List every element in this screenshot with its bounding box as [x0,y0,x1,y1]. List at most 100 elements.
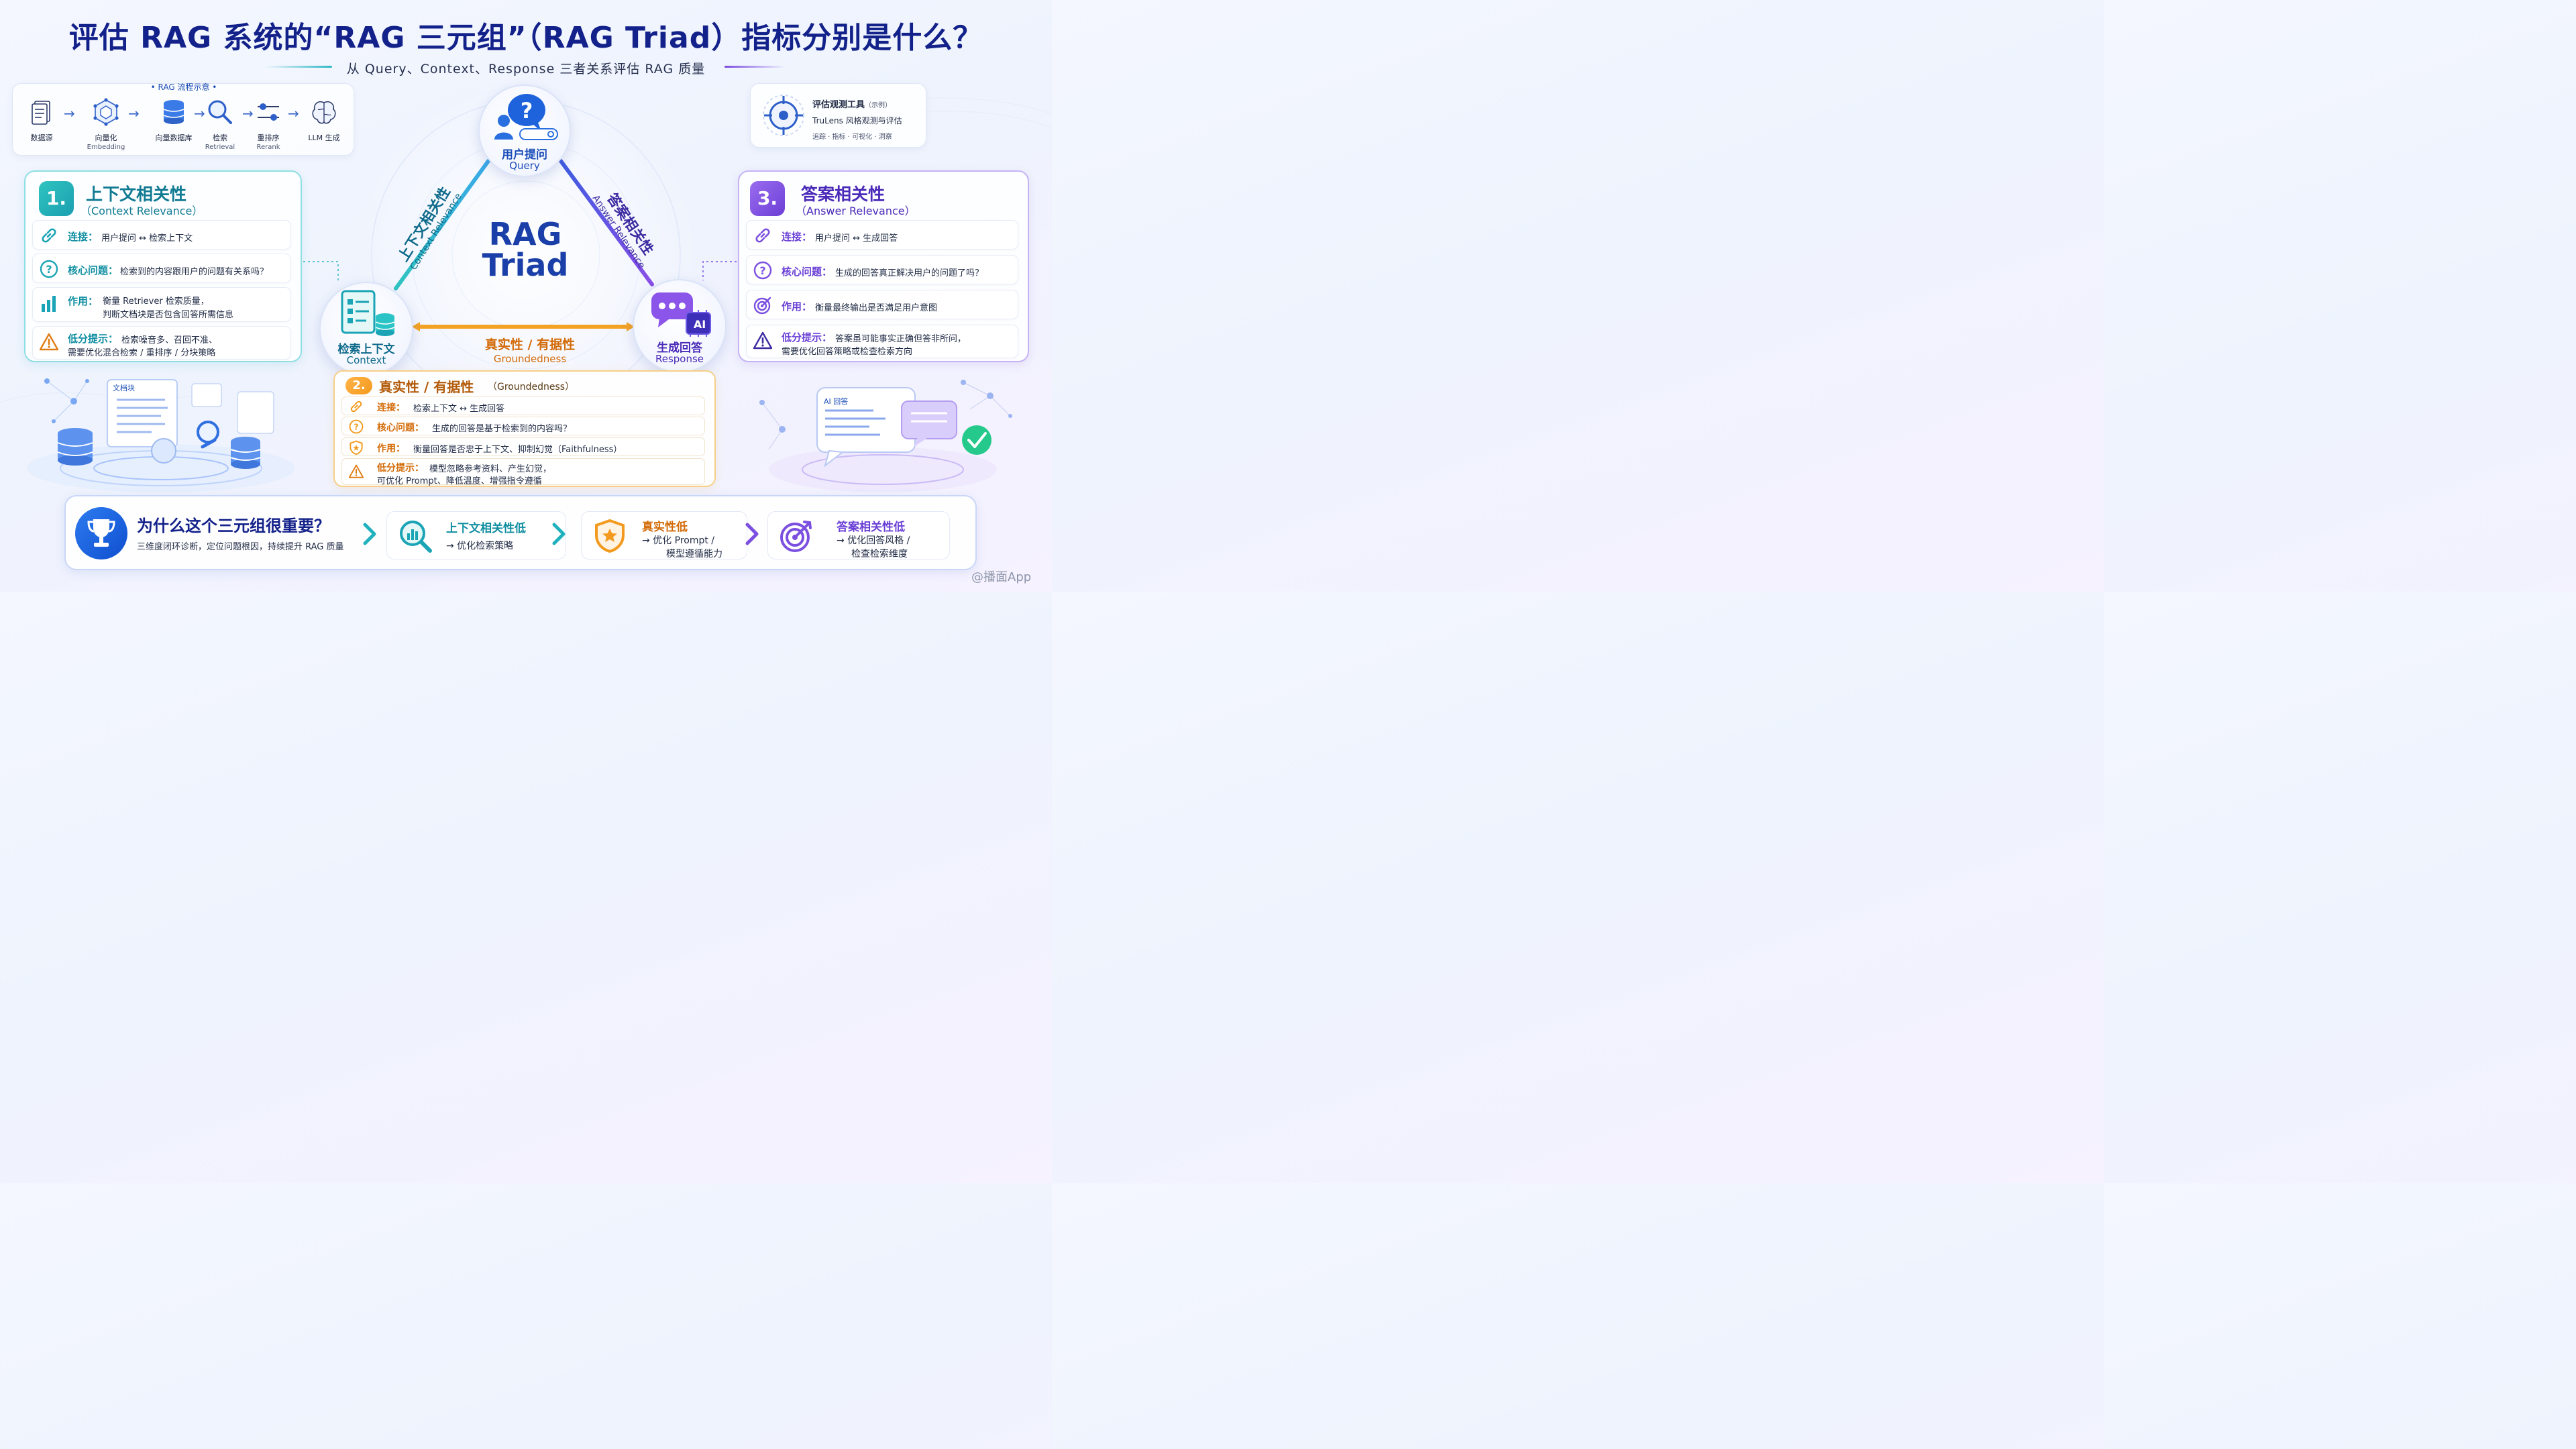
edge-label-cn: 真实性 / 有据性 [484,337,576,352]
trophy-badge [75,507,127,559]
chat-bubble-icon [901,400,957,447]
svg-text:?: ? [46,263,52,276]
magnifier-icon [208,100,232,124]
banner-item-answer-low: 答案相关性低 → 优化回答风格 / 检查检索维度 [767,511,950,559]
illustration-ai-answer-label: AI 回答 [824,397,849,406]
pipeline-step-embedding: 向量化 Embedding [83,97,129,152]
row-key: 作用： [782,301,812,313]
banner-item-groundedness-low: 真实性低 → 优化 Prompt / 模型遵循能力 [581,511,747,559]
rag-pipeline-card: • RAG 流程示意 • 数据源 → 向量化 Embedding → [12,83,354,156]
row-key: 核心问题： [377,423,424,433]
row-value: 模型忽略参考资料、产生幻觉， [429,464,552,474]
triad-triangle [303,159,737,331]
tool-features: 追踪 · 指标 · 可视化 · 洞察 [812,133,892,141]
tool-title: 评估观测工具（示例） [812,97,892,110]
pipeline-step-label: 重排序 [257,133,280,142]
card-number-badge: 3. [750,181,785,216]
row-key: 核心问题： [782,266,833,278]
pipeline-step-sublabel: Embedding [87,144,125,151]
banner-item-title: 上下文相关性低 [446,522,526,535]
shield-star-icon [350,440,363,455]
card-number-badge: 1. [39,181,74,216]
card2-row-connection: 连接： 检索上下文 ↔ 生成回答 [341,396,705,415]
warning-icon [40,333,58,351]
pipeline-step-llm: LLM 生成 [297,97,351,143]
page-subtitle: 从 Query、Context、Response 三者关系评估 RAG 质量 [346,62,706,76]
ai-chip-label: AI [693,318,706,331]
question-circle-icon: ? [349,419,364,434]
banner-item-desc: → 优化检索策略 [446,541,514,551]
arrow-right-icon: → [64,105,75,121]
arrow-left-icon [412,322,420,331]
brain-icon [312,101,336,124]
row-value: 衡量回答是否忠于上下文、抑制幻觉（Faithfulness） [413,445,623,455]
search-chart-icon [400,521,432,553]
trophy-icon [87,519,115,547]
row-key: 作用： [68,295,99,307]
node-response: AI 生成回答 Response [633,279,727,373]
arrow-right-icon: → [288,105,299,121]
subtitle-decoration-right [724,66,785,68]
document-stack-icon [32,101,50,125]
row-key: 低分提示： [377,463,424,474]
card1-row-core-question: ? 核心问题： 检索到的内容跟用户的问题有关系吗？ [32,254,291,283]
banner-item-desc: → 优化回答风格 / [837,535,910,546]
tool-description: TruLens 风格观测与评估 [812,116,902,125]
row-value: 生成的回答是基于检索到的内容吗？ [432,424,572,434]
row-value-line2: 需要优化回答策略或检查检索方向 [782,347,913,357]
check-circle-icon [962,425,991,455]
context-document-icon [341,290,395,336]
row-value-line2: 判断文档块是否包含回答所需信息 [103,310,234,320]
chevron-right-icon [552,523,566,545]
banner-item-title: 真实性低 [642,521,688,534]
card2-row-purpose: 作用： 衡量回答是否忠于上下文、抑制幻觉（Faithfulness） [341,437,705,456]
warning-icon [349,464,364,478]
pipeline-step-sublabel: Rerank [256,144,280,151]
card3-row-purpose: 作用： 衡量最终输出是否满足用户意图 [746,290,1018,319]
pipeline-step-data-source: 数据源 [18,97,65,143]
database-icon [163,100,184,124]
pipeline-step-label: 向量化 [95,133,117,142]
pipeline-step-retrieval: 检索 Retrieval [197,97,244,152]
card-subtitle: （Context Relevance） [80,205,203,217]
node-query-en: Query [509,160,540,172]
row-value: 检索上下文 ↔ 生成回答 [413,404,505,414]
page-title: 评估 RAG 系统的“RAG 三元组”（RAG Triad）指标分别是什么？ [68,21,983,55]
link-icon [42,228,56,243]
banner-title: 为什么这个三元组很重要？ [137,517,330,535]
row-value: 用户提问 ↔ 检索上下文 [101,233,193,244]
row-value: 检索噪音多、召回不准、 [121,335,218,345]
row-value: 衡量最终输出是否满足用户意图 [815,303,938,313]
row-key: 核心问题： [68,264,119,276]
edge-label-groundedness: 真实性 / 有据性 Groundedness [463,337,597,365]
card-answer-relevance: 3. 答案相关性 （Answer Relevance） 连接： 用户提问 ↔ 生… [738,170,1029,362]
svg-text:?: ? [521,98,533,123]
card-title: 真实性 / 有据性 [379,379,474,395]
triad-title-line1: RAG [488,216,562,252]
banner-item-title: 答案相关性低 [837,521,905,534]
cube-network-icon [93,98,119,126]
watermark: @播面App [971,570,1032,584]
svg-text:?: ? [759,264,765,277]
row-value: 用户提问 ↔ 生成回答 [815,233,898,244]
connector-card1 [303,261,339,282]
target-crosshair-icon [763,95,804,136]
arrow-right-icon: → [128,105,140,121]
card1-row-connection: 连接： 用户提问 ↔ 检索上下文 [32,220,291,250]
row-value-line2: 可优化 Prompt、降低温度、增强指令遵循 [377,476,542,486]
pipeline-step-label: 检索 [213,133,227,142]
subtitle-decoration-left [265,66,332,68]
card3-row-core-question: ? 核心问题： 生成的回答真正解决用户的问题了吗？ [746,255,1018,284]
shield-star-icon [595,519,625,553]
node-query: ? 用户提问 Query [478,85,571,177]
target-arrow-icon [753,297,771,315]
right-illustration [759,380,1012,492]
row-key: 连接： [782,231,812,243]
question-circle-icon: ? [753,261,772,280]
triad-title-line2: Triad [482,247,569,283]
row-value: 生成的回答真正解决用户的问题了吗？ [835,268,984,278]
card-title: 答案相关性 [801,184,885,204]
node-context: 检索上下文 Context [319,282,413,376]
card-number-badge: 2. [345,377,372,394]
card-title: 上下文相关性 [86,184,187,204]
